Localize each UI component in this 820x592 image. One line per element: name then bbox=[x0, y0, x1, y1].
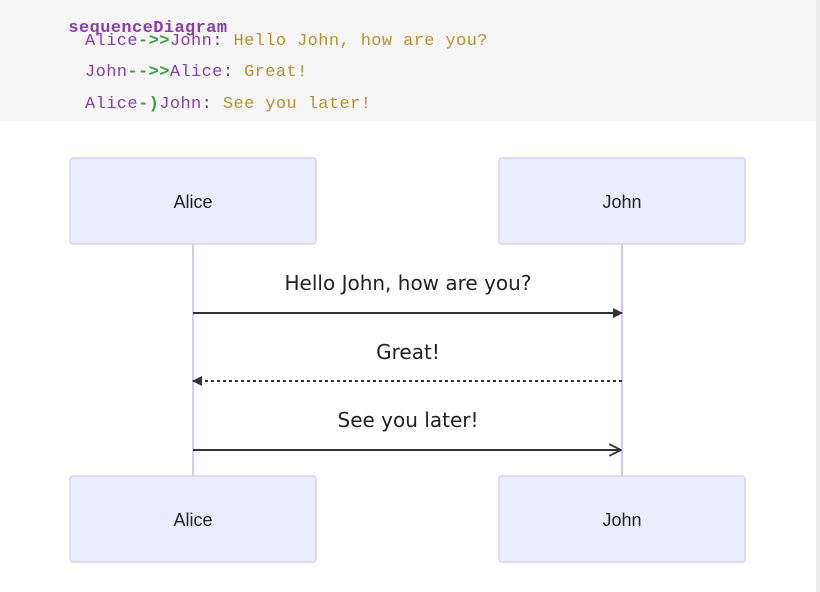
panel-edge bbox=[816, 0, 820, 592]
actor-label: John bbox=[602, 192, 641, 212]
code-arrow: ->> bbox=[138, 32, 170, 51]
code-colon: : bbox=[212, 32, 223, 51]
actor-box bbox=[69, 157, 317, 245]
code-colon: : bbox=[201, 95, 213, 114]
participant-john-bottom: John bbox=[498, 475, 746, 563]
code-keyword: sequenceDiagram bbox=[68, 19, 228, 38]
code-message: See you later! bbox=[222, 95, 372, 114]
message-3: See you later! bbox=[193, 408, 621, 450]
participant-john-top: John bbox=[498, 157, 746, 245]
code-from: Alice bbox=[85, 32, 139, 51]
code-from: Alice bbox=[85, 95, 139, 114]
code-message: Great! bbox=[244, 63, 308, 82]
code-line-keyword: sequenceDiagram bbox=[26, 0, 227, 57]
actor-label: Alice bbox=[173, 510, 212, 530]
actor-box bbox=[69, 475, 317, 563]
sequence-diagram: Alice John Hello John, how are you? Grea… bbox=[69, 157, 746, 563]
code-line-1: Alice->>John: Hello John, how are you? bbox=[85, 32, 488, 51]
code-arrow: -) bbox=[138, 95, 160, 114]
message-label: Great! bbox=[376, 340, 440, 364]
code-colon: : bbox=[222, 63, 234, 82]
message-label: See you later! bbox=[338, 408, 479, 432]
actor-label: John bbox=[602, 510, 641, 530]
code-to: Alice bbox=[169, 63, 223, 82]
code-line-2: John-->>Alice: Great! bbox=[85, 63, 308, 82]
message-label: Hello John, how are you? bbox=[285, 271, 532, 295]
code-to: John bbox=[159, 95, 202, 114]
participant-alice-top: Alice bbox=[69, 157, 317, 245]
message-1: Hello John, how are you? bbox=[193, 271, 623, 318]
message-2: Great! bbox=[192, 340, 622, 386]
code-to: John bbox=[169, 32, 213, 51]
code-line-3: Alice-)John: See you later! bbox=[85, 95, 371, 114]
actor-label: Alice bbox=[173, 192, 212, 212]
code-message: Hello John, how are you? bbox=[233, 32, 488, 51]
participant-alice-bottom: Alice bbox=[69, 475, 317, 563]
code-arrow: -->> bbox=[127, 63, 170, 82]
actor-box bbox=[498, 475, 746, 563]
code-from: John bbox=[85, 63, 128, 82]
actor-box bbox=[498, 157, 746, 245]
code-block: sequenceDiagram Alice->>John: Hello John… bbox=[0, 0, 820, 121]
